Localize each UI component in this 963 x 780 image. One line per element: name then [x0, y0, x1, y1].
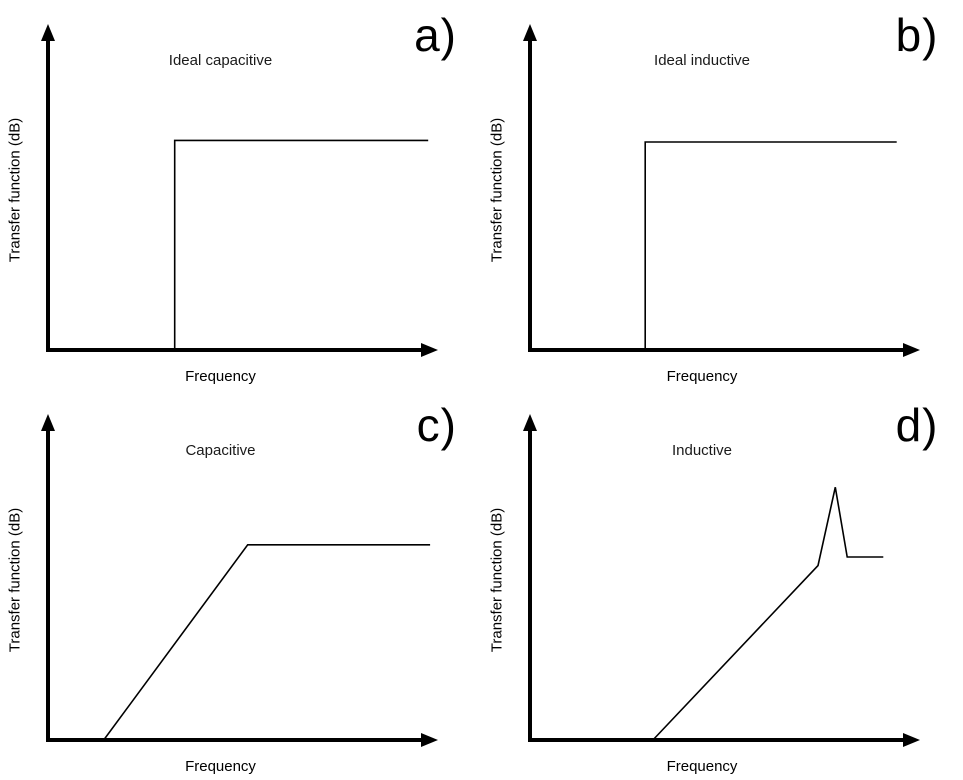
panel-capacitive: Capacitive c) Transfer function (dB) Fre… — [0, 390, 481, 780]
x-axis-label: Frequency — [185, 368, 256, 385]
chart-title: Inductive — [671, 442, 733, 459]
plot-ideal-inductive — [522, 24, 920, 357]
x-axis-label: Frequency — [185, 758, 256, 775]
x-axis-label: Frequency — [666, 758, 738, 775]
plot-capacitive — [41, 414, 438, 747]
panel-letter: a) — [414, 9, 457, 61]
chart-title: Ideal capacitive — [168, 52, 273, 69]
chart-title: Capacitive — [185, 442, 256, 459]
x-axis-label: Frequency — [666, 368, 738, 385]
panel-letter: b) — [895, 9, 939, 61]
y-axis-label: Transfer function (dB) — [488, 117, 505, 263]
panel-letter: c) — [416, 399, 457, 451]
panel-ideal-capacitive: Ideal capacitive a) Transfer function (d… — [0, 0, 481, 390]
y-axis-label: Transfer function (dB) — [488, 507, 505, 653]
plot-inductive — [522, 414, 920, 747]
chart-title: Ideal inductive — [654, 52, 750, 69]
panel-ideal-inductive: Ideal inductive b) Transfer function (dB… — [482, 0, 963, 390]
panel-letter: d) — [895, 399, 939, 451]
y-axis-label: Transfer function (dB) — [6, 507, 24, 653]
plot-ideal-capacitive — [41, 24, 438, 357]
panel-inductive: Inductive d) Transfer function (dB) Freq… — [482, 390, 963, 780]
y-axis-label: Transfer function (dB) — [6, 117, 24, 263]
